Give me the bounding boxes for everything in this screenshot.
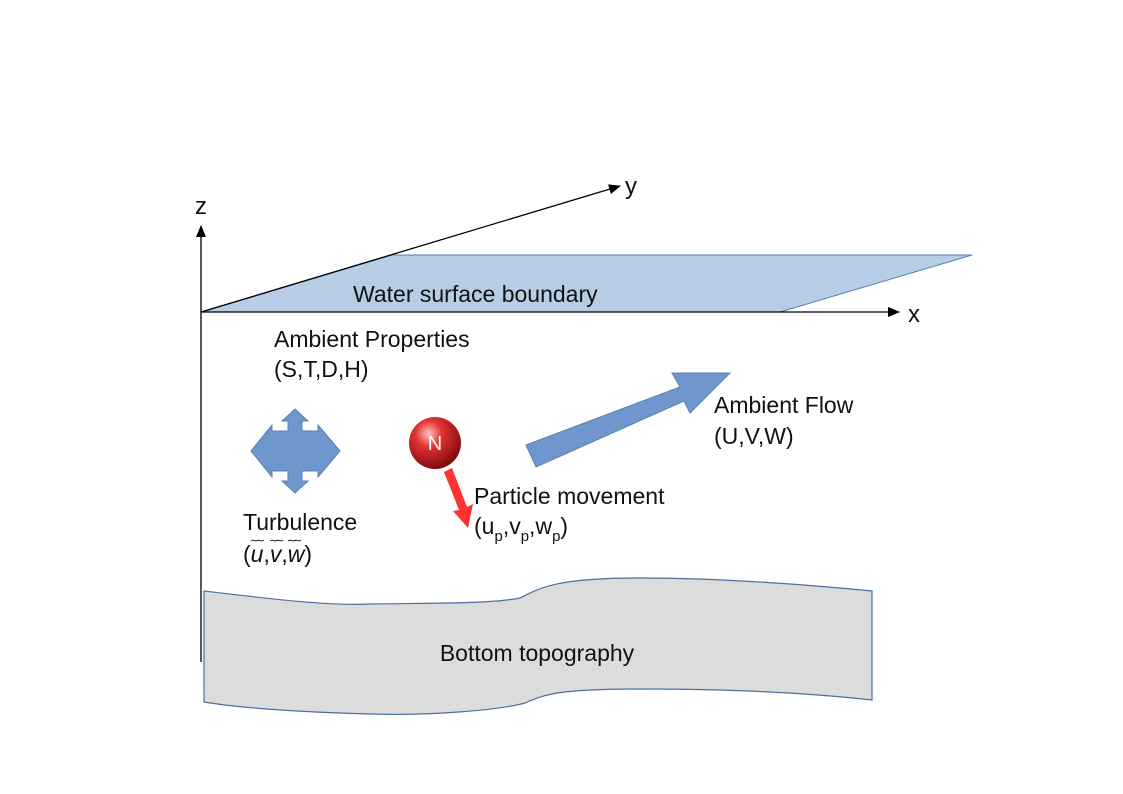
pm-u: u [481,513,495,539]
turb-open: ( [243,541,251,567]
turb-w: w [287,527,305,568]
water-surface-label: Water surface boundary [353,281,598,307]
pm-u-sub: p [494,528,503,545]
axis-label-y: y [625,173,637,200]
particle-sphere [409,417,461,469]
ambient-properties-values: (S,T,D,H) [274,356,369,382]
particle-movement-title: Particle movement [474,483,665,509]
pm-w-sub: p [552,528,561,545]
bottom-topography-label: Bottom topography [439,640,635,666]
pm-open: ( [474,513,482,539]
ambient-flow-arrow [525,372,732,468]
pm-v-sub: p [520,528,530,545]
turb-sep-1: , [263,541,270,567]
particle-movement-arrow [444,468,473,528]
ambient-properties-title: Ambient Properties [274,326,470,352]
ambient-flow-values: (U,V,W) [714,423,794,449]
axis-label-z: z [195,193,207,220]
pm-sep-1: , [502,513,510,539]
turb-v: v [269,527,281,568]
pm-close: ) [560,513,569,539]
y-axis [200,184,621,313]
turb-sep-2: , [281,541,288,567]
turbulence-icon [250,408,341,494]
pm-v: v [509,513,521,539]
bottom-topography-shape [203,577,873,715]
particle-symbol: N [428,433,442,455]
axis-label-x: x [908,301,920,328]
particle-movement-values: (up,vp,wp) [474,512,568,551]
pm-sep-2: , [529,513,536,539]
ambient-flow-title: Ambient Flow [714,392,854,418]
turbulence-values: (u,v,w) [243,527,313,568]
pm-w: w [535,513,553,539]
turb-u: u [250,527,264,568]
turb-close: ) [304,541,313,567]
